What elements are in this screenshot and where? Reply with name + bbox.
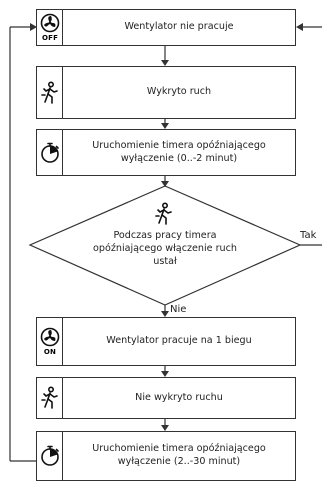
arrowhead-4 [161, 311, 169, 317]
step-timer-start-2: Uruchomienie timera opóźniającego wyłącz… [36, 431, 296, 481]
no-label: Nie [170, 304, 187, 315]
arrowhead-3 [161, 181, 169, 187]
arrowhead-1 [161, 60, 169, 66]
arrowhead-6 [161, 425, 169, 431]
arrowhead-2 [161, 123, 169, 129]
step-fan-on: ON Wentylator pracuje na 1 biegu [36, 317, 296, 366]
timer-icon [37, 432, 63, 480]
step-label: Wentylator pracuje na 1 biegu [106, 335, 252, 347]
fan-on-icon: ON [37, 318, 63, 365]
fan-off-icon: OFF [37, 10, 63, 45]
step-no-motion: Nie wykryto ruchu [36, 377, 296, 419]
timer-icon [37, 130, 63, 175]
decision-diamond [28, 185, 302, 306]
step-label: Uruchomienie timera opóźniającego wyłącz… [92, 443, 266, 467]
motion-person-icon [37, 378, 63, 418]
step-label: Wykryto ruch [146, 86, 212, 98]
decision-label: Podczas pracy timera opóźniającego włącz… [93, 230, 237, 267]
motion-person-icon [154, 202, 176, 228]
step-motion-detected: Wykryto ruch [36, 66, 296, 119]
step-label: Wentylator nie pracuje [124, 21, 234, 33]
arrowhead-right-entry [296, 23, 303, 31]
step-fan-off: OFF Wentylator nie pracuje [36, 9, 296, 46]
step-label: Uruchomienie timera opóźniającego wyłącz… [92, 139, 266, 164]
arrowhead-loop [30, 23, 37, 31]
yes-label: Tak [300, 230, 317, 241]
arrowhead-5 [161, 371, 169, 377]
motion-person-icon [37, 67, 63, 118]
svg-text:OFF: OFF [41, 34, 57, 42]
svg-text:ON: ON [43, 348, 55, 356]
step-label: Nie wykryto ruchu [135, 391, 223, 403]
step-timer-start-1: Uruchomienie timera opóźniającego wyłącz… [36, 129, 296, 176]
